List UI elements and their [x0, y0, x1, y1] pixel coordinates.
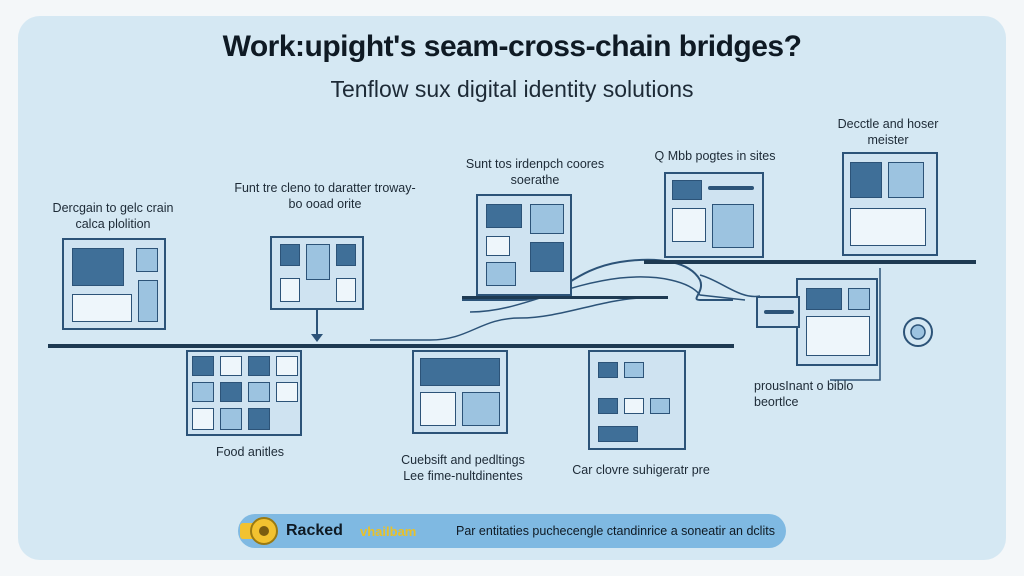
- stage-label-2-line2: bo ooad orite: [288, 197, 362, 211]
- panel7-tile: [420, 358, 500, 386]
- panel1-tile: [72, 294, 132, 322]
- panel6-tile: [192, 356, 214, 376]
- panel6-tile: [248, 408, 270, 430]
- stage-label-9-line1: prousInant o biblo: [754, 379, 854, 393]
- stage-label-8: Car clovre suhigeratr pre: [566, 462, 716, 478]
- panel4-bar: [708, 186, 754, 190]
- stage-label-6: Food anitles: [200, 444, 300, 460]
- stage-label-2: Funt tre cleno to daratter troway- bo oo…: [210, 180, 440, 212]
- panel1-tile: [136, 248, 158, 272]
- main-rail: [48, 344, 734, 348]
- stage-panel-4: [664, 172, 764, 258]
- page-subtitle: Tenflow sux digital identity solutions: [330, 76, 694, 102]
- stage-label-1-line1: Dercgain to gelc crain: [52, 201, 174, 215]
- stage-panel-bridge: [796, 278, 878, 366]
- panel8-tile: [624, 398, 644, 414]
- panel2-tile: [280, 244, 300, 266]
- stage-label-6-line1: Food anitles: [215, 445, 285, 459]
- page-title: Work:upight's seam-cross-chain bridges?: [222, 30, 802, 63]
- brand-logo-icon: [250, 517, 278, 545]
- stage-label-5-line1: Decctle and hoser: [837, 117, 939, 131]
- stage-panel-8: [588, 350, 686, 450]
- panel4-tile: [672, 180, 702, 200]
- stage-label-7-line2: Lee fime-nultdinentes: [403, 469, 523, 483]
- stage-label-4: Q Mbb pogtes in sites: [640, 148, 790, 164]
- panel2-tile: [336, 278, 356, 302]
- stage-panel-1: [62, 238, 166, 330]
- panel2-stem: [316, 310, 318, 336]
- panel3-tile: [486, 204, 522, 228]
- side-panel-bar: [764, 310, 794, 314]
- footer-brand: Racked: [286, 522, 343, 539]
- panel6-tile: [192, 382, 214, 402]
- panel1-tile: [138, 280, 158, 322]
- stage-label-8-line1: Car clovre suhigeratr pre: [572, 463, 710, 477]
- panel2-tile: [336, 244, 356, 266]
- footer-text: Par entitaties puchecengle ctandinrice a…: [456, 524, 775, 538]
- panel3-tile: [530, 204, 564, 234]
- middle-rail: [462, 296, 668, 299]
- stage-label-9: prousInant o biblo beortlce: [754, 378, 874, 410]
- panel6-tile: [248, 356, 270, 376]
- stage-label-3: Sunt tos irdenpch coores soerathe: [450, 156, 620, 188]
- stage-label-7-line1: Cuebsift and pedltings: [401, 453, 525, 467]
- panel8-tile: [598, 398, 618, 414]
- panel5-tile: [888, 162, 924, 198]
- panel7-tile: [420, 392, 456, 426]
- panel2-tile: [306, 244, 330, 280]
- panel6-tile: [248, 382, 270, 402]
- stage-label-1-line2: calca plolition: [75, 217, 151, 231]
- panel3-tile: [486, 262, 516, 286]
- panel2-tile: [280, 278, 300, 302]
- stage-label-7: Cuebsift and pedltings Lee fime-nultdine…: [388, 452, 538, 484]
- panel8-tile: [598, 426, 638, 442]
- panel6-tile: [192, 408, 214, 430]
- upper-rail: [644, 260, 976, 264]
- stage-panel-7: [412, 350, 508, 434]
- stage-panel-6: [186, 350, 302, 436]
- panel2-arrow-icon: [311, 334, 323, 342]
- stage-label-9-line2: beortlce: [754, 395, 799, 409]
- panel6-tile: [220, 356, 242, 376]
- stage-panel-3: [476, 194, 572, 296]
- stage-label-5-line2: meister: [867, 133, 909, 147]
- stage-label-1: Dercgain to gelc crain calca plolition: [38, 200, 188, 232]
- footer-brand-secondary: vhailbam: [360, 524, 417, 539]
- panel7-tile: [462, 392, 500, 426]
- bridge-tile: [806, 288, 842, 310]
- stage-panel-5: [842, 152, 938, 256]
- stage-label-2-line1: Funt tre cleno to daratter troway-: [234, 181, 416, 195]
- bridge-node-icon: [903, 317, 933, 347]
- panel6-tile: [276, 356, 298, 376]
- brand-logo-core: [259, 526, 269, 536]
- panel4-tile: [672, 208, 706, 242]
- footer-banner: Racked vhailbam Par entitaties pucheceng…: [238, 514, 786, 548]
- stage-panel-2: [270, 236, 364, 310]
- panel8-tile: [624, 362, 644, 378]
- stage-label-4-line1: Q Mbb pogtes in sites: [654, 149, 776, 163]
- panel5-tile: [850, 208, 926, 246]
- stage-label-3-line2: soerathe: [510, 173, 560, 187]
- panel8-tile: [650, 398, 670, 414]
- stage-label-5: Decctle and hoser meister: [818, 116, 958, 148]
- panel5-tile: [850, 162, 882, 198]
- side-panel-small: [756, 296, 800, 328]
- panel3-tile: [530, 242, 564, 272]
- bridge-tile: [806, 316, 870, 356]
- panel6-tile: [276, 382, 298, 402]
- panel6-tile: [220, 382, 242, 402]
- panel3-tile: [486, 236, 510, 256]
- panel1-tile: [72, 248, 124, 286]
- panel8-tile: [598, 362, 618, 378]
- stage-label-3-line1: Sunt tos irdenpch coores: [465, 157, 605, 171]
- bridge-tile: [848, 288, 870, 310]
- panel4-tile: [712, 204, 754, 248]
- panel6-tile: [220, 408, 242, 430]
